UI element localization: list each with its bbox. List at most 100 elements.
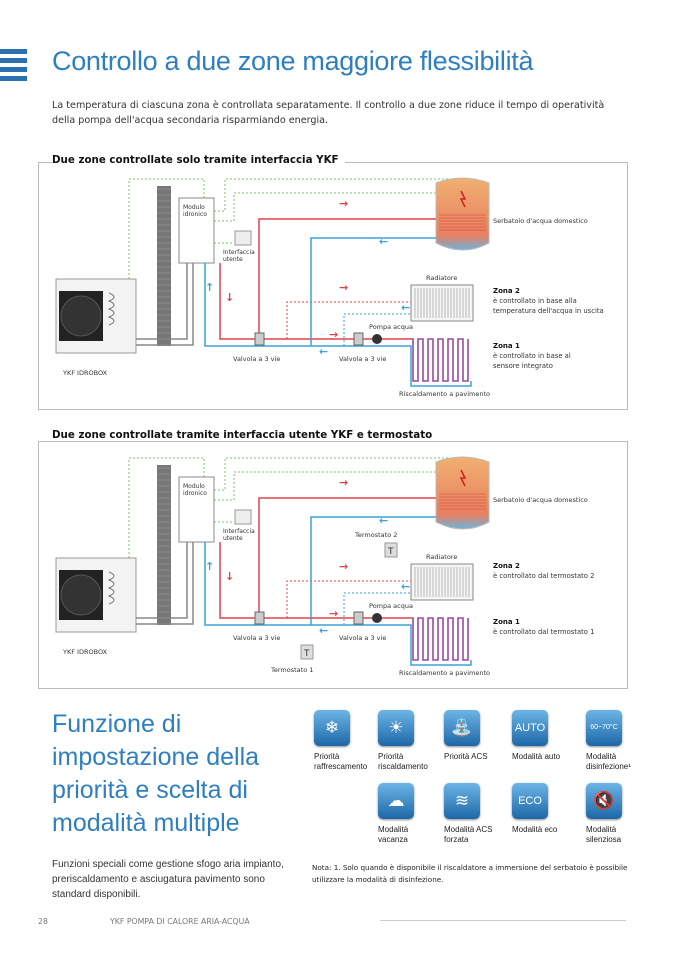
mode-label: Priorità ACS: [444, 752, 488, 761]
thermostat-glyph: T: [303, 649, 310, 659]
flow-arrow-icon: ←: [319, 624, 328, 637]
valve-label: Valvola a 3 vie: [339, 355, 386, 363]
hot-pipe: [219, 542, 411, 619]
footer-rule: [380, 920, 626, 921]
heater-icon: [459, 469, 467, 487]
floor-heating-label: Riscaldamento a pavimento: [399, 390, 490, 398]
mode-label: Priorità raffrescamento: [314, 752, 368, 771]
mode-item: 🔇 Modalità silenziosa: [586, 783, 646, 845]
flow-arrow-icon: →: [339, 476, 348, 489]
hot-pipe-dashed: [286, 580, 411, 618]
thermostat-2-label: Termostato 2: [354, 531, 397, 539]
zone-2-text: è controllato dal termostato 2: [493, 572, 594, 580]
flow-arrow-icon: →: [329, 328, 338, 341]
mode-label: Modalità vacanza: [378, 825, 409, 844]
flow-arrow-icon: →: [339, 560, 348, 573]
faucet-icon: ⛲: [444, 710, 480, 746]
diagram-1-title: Due zone controllate solo tramite interf…: [52, 154, 345, 166]
floor-heating-coil: [411, 617, 469, 661]
mode-item: ≋Modalità ACS forzata: [444, 783, 504, 845]
diagram-2-title: Due zone controllate tramite interfaccia…: [52, 429, 439, 441]
zone-2-title: Zona 2: [493, 287, 520, 295]
mode-label: Modalità silenziosa: [586, 825, 622, 844]
signal-line: [214, 471, 439, 501]
interface-label: utente: [223, 535, 243, 542]
zone-1-title: Zona 1: [493, 342, 520, 350]
auto-icon: AUTO: [512, 710, 548, 746]
flow-arrow-icon: ↑: [205, 281, 214, 294]
refrigerant-pipe: [136, 542, 188, 619]
pump-label: Pompa acqua: [369, 602, 413, 610]
hot-pipe: [258, 497, 436, 618]
pump-icon: [372, 613, 382, 623]
valve-label: Valvola a 3 vie: [233, 355, 280, 363]
three-way-valve-icon: [353, 332, 364, 346]
cold-pipe: [310, 516, 436, 625]
interface-label: Interfaccia: [223, 249, 255, 256]
snowflake-icon: ❄: [314, 710, 350, 746]
hot-pipe: [219, 263, 411, 340]
hydronic-module: [178, 197, 215, 264]
zone-2-title: Zona 2: [493, 562, 520, 570]
refrigerant-pipe: [136, 263, 188, 340]
menu-icon: [0, 49, 27, 85]
zone-1-text: è controllato in base al: [493, 352, 571, 360]
holiday-icon: ☁: [378, 783, 414, 819]
three-way-valve-icon: [254, 332, 265, 346]
hot-pipe-dashed: [286, 301, 411, 339]
sun-icon: ☀: [378, 710, 414, 746]
forced-dhw-icon: ≋: [444, 783, 480, 819]
thermostat-2-icon: [384, 542, 398, 558]
heading-line: impostazione della: [52, 743, 260, 771]
zone-2-text: temperatura dell'acqua in uscita: [493, 307, 604, 315]
flow-arrow-icon: →: [329, 607, 338, 620]
flow-arrow-icon: →: [339, 197, 348, 210]
mode-label: Priorità riscaldamento: [378, 752, 428, 771]
mode-item: ☁ Modalità vacanza: [378, 783, 438, 845]
coil-icon: [107, 571, 115, 605]
diagram-1: YKF IDROBOX ModuloidronicoInterfacciauten…: [55, 177, 604, 398]
pump-icon: [372, 334, 382, 344]
floor-heating-label: Riscaldamento a pavimento: [399, 669, 490, 677]
signal-line: [214, 192, 439, 222]
eco-icon: ECO: [512, 783, 548, 819]
zone-1-text: è controllato dal termostato 1: [493, 628, 594, 636]
tank-label: Serbatoio d'acqua domestico: [493, 217, 588, 225]
silent-icon: 🔇: [586, 783, 622, 819]
cold-pipe: [204, 263, 472, 387]
cold-pipe: [204, 542, 472, 666]
interface-label: utente: [223, 256, 243, 263]
zone-1-text: sensore integrato: [493, 362, 553, 370]
mode-item: ☀ Priorità riscaldamento: [378, 710, 438, 772]
refrigerant-pipe: [136, 542, 194, 625]
flow-arrow-icon: ↓: [225, 570, 234, 583]
water-tank: [435, 456, 490, 530]
heading-line: modalità multiple: [52, 809, 240, 837]
module-label: Modulo: [183, 483, 205, 490]
page-title: Controllo a due zone maggiore flessibili…: [52, 46, 534, 76]
diagram-2: YKF IDROBOXModuloidronicoInterfacciauten…: [55, 456, 594, 677]
refrigerant-pipe: [136, 263, 194, 346]
wall: [157, 186, 171, 346]
module-label: idronico: [183, 211, 207, 218]
mode-label: Modalità eco: [512, 825, 558, 834]
signal-line: [214, 457, 460, 491]
radiator-label: Radiatore: [426, 274, 457, 282]
signal-line: [128, 457, 205, 558]
module-label: Modulo: [183, 204, 205, 211]
three-way-valve-icon: [353, 611, 364, 625]
water-tank: [435, 177, 490, 251]
outdoor-unit-label: YKF IDROBOX: [62, 369, 108, 377]
module-label: idronico: [183, 490, 207, 497]
user-interface-icon: [234, 230, 252, 246]
valve-label: Valvola a 3 vie: [233, 634, 280, 642]
mode-label: Modalità disinfezione¹: [586, 752, 631, 771]
wall: [157, 465, 171, 625]
flow-arrow-icon: ←: [401, 580, 410, 593]
flow-arrow-icon: ←: [319, 345, 328, 358]
interface-label: Interfaccia: [223, 528, 255, 535]
